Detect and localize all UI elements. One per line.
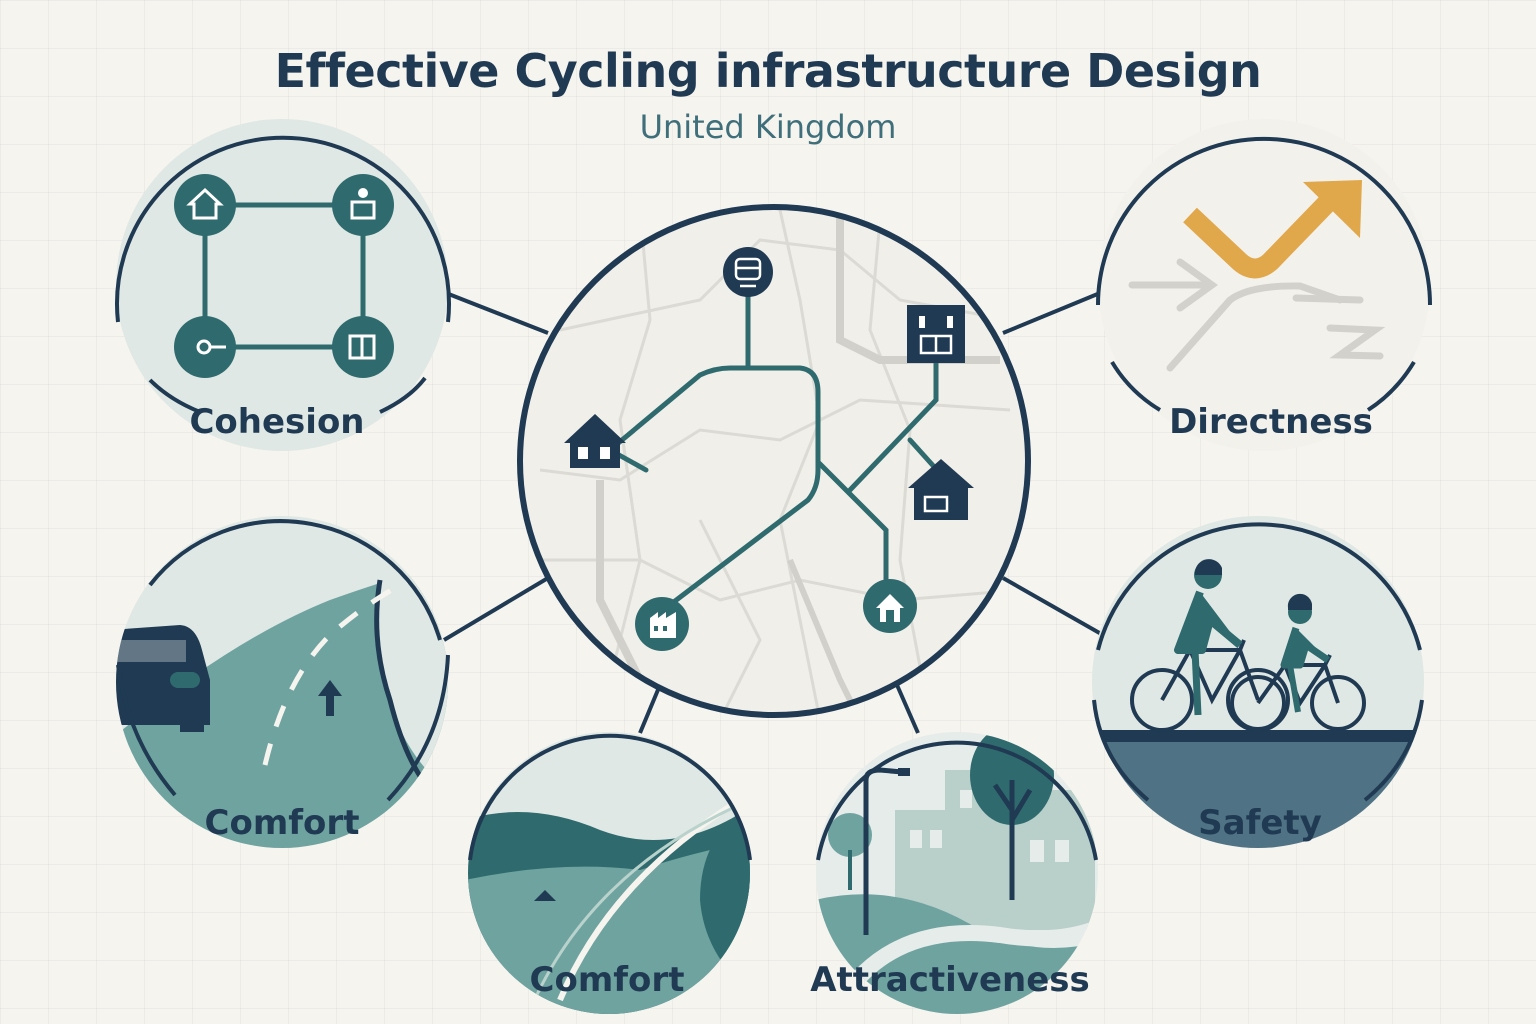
building-icon	[332, 316, 394, 378]
building-icon	[907, 305, 965, 363]
diagram-subtitle: United Kingdom	[639, 108, 897, 146]
cyclist-icon	[1230, 593, 1366, 731]
person-icon	[332, 174, 394, 236]
route-network	[607, 287, 940, 623]
directness-circle	[1096, 119, 1432, 451]
connector-attractiveness	[895, 684, 920, 734]
center-network-circle	[517, 204, 1031, 718]
label-cohesion: Cohesion	[189, 402, 365, 442]
connector-comfort-bottom	[638, 684, 662, 734]
comfort-bottom-circle	[468, 732, 752, 1014]
train-icon	[723, 247, 773, 297]
cohesion-circle	[115, 119, 451, 451]
arrow-icon	[318, 680, 342, 716]
factory-icon	[635, 597, 689, 651]
label-comfort-left: Comfort	[204, 803, 360, 843]
comfort-left-circle	[116, 516, 450, 848]
connector-cohesion	[445, 291, 549, 335]
home-icon	[564, 414, 626, 468]
connector-comfort-left	[442, 576, 550, 642]
connector-directness	[1002, 291, 1101, 335]
key-icon	[174, 316, 236, 378]
arrow-icon	[1183, 193, 1338, 279]
home-icon	[908, 459, 974, 520]
home-icon	[863, 579, 917, 633]
label-safety: Safety	[1198, 803, 1322, 843]
car-icon	[116, 625, 210, 732]
label-directness: Directness	[1169, 402, 1373, 442]
home-icon	[174, 174, 236, 236]
cyclist-icon	[1130, 559, 1290, 732]
connector-safety	[1002, 576, 1104, 637]
connectors	[442, 291, 1104, 734]
diagram-title: Effective Cycling infrastructure Design	[274, 44, 1262, 98]
tree-icon	[828, 813, 872, 890]
label-comfort-bottom: Comfort	[529, 960, 685, 1000]
label-attractiveness: Attractiveness	[810, 960, 1090, 1000]
